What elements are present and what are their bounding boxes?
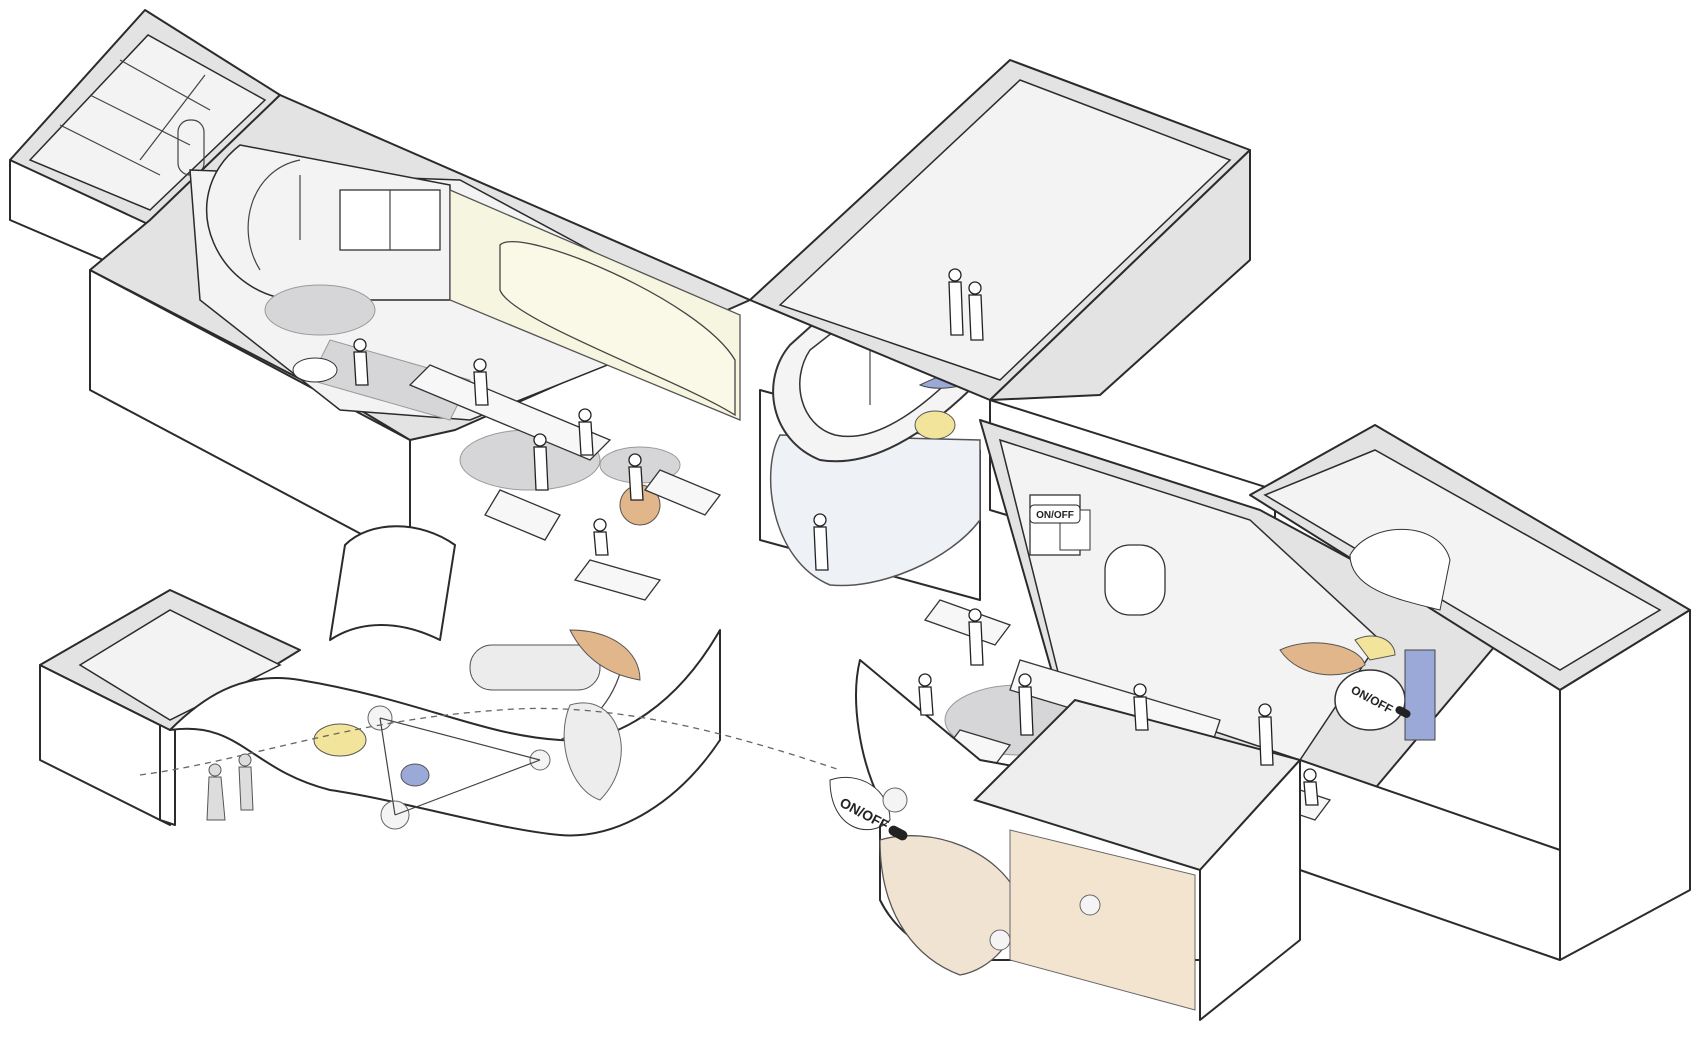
toggle-switch-icon xyxy=(888,825,908,841)
person-figure-icon xyxy=(948,268,964,336)
toggle-switch-icon xyxy=(1395,706,1411,718)
person-figure-icon xyxy=(578,408,594,456)
person-figure-icon xyxy=(1133,683,1149,731)
person-figure-icon xyxy=(968,608,984,666)
person-figure-icon xyxy=(1303,768,1319,806)
person-figure-icon xyxy=(918,673,934,716)
on-off-label: ON/OFF xyxy=(1036,510,1074,521)
person-figure-icon xyxy=(593,518,609,556)
person-figure-icon xyxy=(206,763,226,821)
lounge-area xyxy=(264,284,722,601)
person-figure-icon xyxy=(473,358,489,406)
person-figure-icon xyxy=(533,433,549,491)
people xyxy=(206,268,1319,821)
lower-right-block xyxy=(829,659,1302,1021)
left-lower-wing xyxy=(39,525,841,837)
person-figure-icon xyxy=(813,513,829,571)
person-figure-icon xyxy=(968,281,984,341)
person-figure-icon xyxy=(238,753,254,811)
on-off-sign-1: ON/OFF xyxy=(1029,504,1081,524)
person-figure-icon xyxy=(628,453,644,501)
person-figure-icon xyxy=(353,338,369,386)
person-figure-icon xyxy=(1018,673,1034,736)
person-figure-icon xyxy=(1258,703,1274,766)
